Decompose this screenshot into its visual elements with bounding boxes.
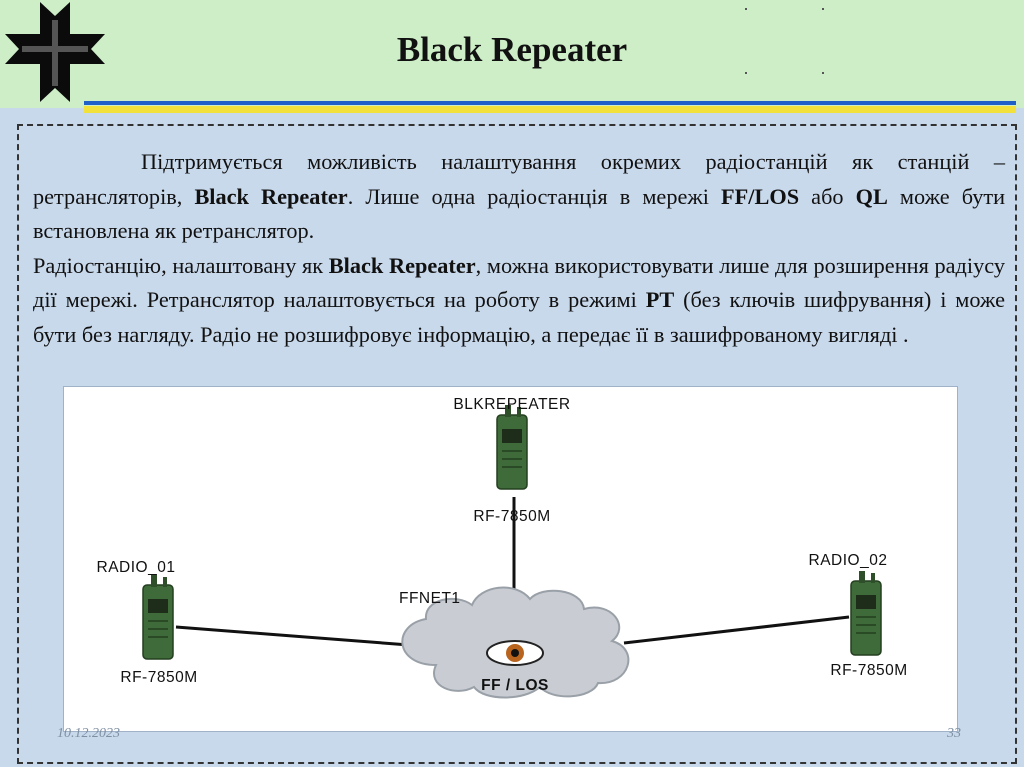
slide-header [0,0,1024,108]
footer-page-number: 33 [947,726,961,741]
repeater-name-label: BLKREPEATER [453,396,570,413]
network-name-label: FFNET1 [399,590,461,607]
radio-01-icon [142,575,174,660]
repeater-radio-icon [496,405,528,490]
paragraph-1: Підтримується можливість налаштування ок… [33,149,1006,243]
decor-dot [745,72,747,74]
header-rule-blue [84,101,1016,105]
radio-02-model-label: RF-7850M [830,662,907,679]
network-diagram: FF / LOS FFNET1 BLKREPEATER RF-7850M RAD… [63,386,958,732]
content-frame [17,124,1017,764]
radio-02-icon [850,571,882,656]
decor-dot [745,8,747,10]
emblem-logo [5,2,105,102]
eye-icon [486,640,544,666]
cloud-label: FF / LOS [481,677,549,694]
footer-date: 10.12.2023 [57,726,120,741]
radio-01-name-label: RADIO_01 [97,559,176,576]
link-radio-02 [623,615,850,645]
header-rule-yellow [84,106,1016,113]
link-radio-01 [175,625,410,647]
radio-01-model-label: RF-7850M [120,669,197,686]
repeater-model-label: RF-7850M [473,508,550,525]
body-text: Підтримується можливість налаштування ок… [33,145,1005,352]
slide-title: Black Repeater [396,30,628,69]
paragraph-2: Радіостанцію, налаштовану як Black Repea… [33,252,1005,347]
decor-dot [822,8,824,10]
radio-02-name-label: RADIO_02 [809,552,888,569]
decor-dot [822,72,824,74]
